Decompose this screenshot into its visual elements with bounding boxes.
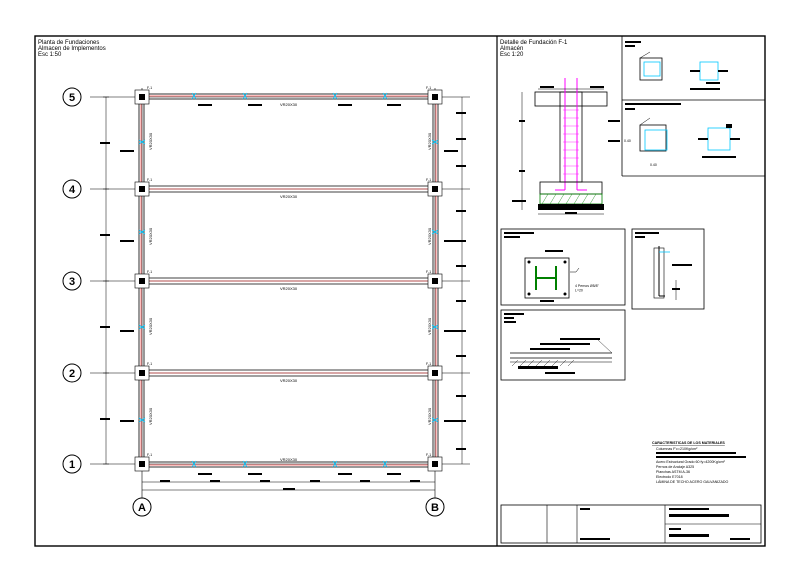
- column-tag: F-1: [147, 453, 152, 457]
- detail-title-line-2: Almacén: [500, 46, 523, 52]
- right-dimension: [456, 97, 466, 464]
- column-stub: [559, 91, 583, 183]
- column-axis-bubbles: A B: [132, 497, 445, 517]
- row-axis-label-2: 2: [69, 368, 75, 380]
- column-stirrups: [563, 109, 579, 175]
- beam-label-bottom: VR20X30: [280, 457, 298, 462]
- beam-label-left-bottom: VR20X30: [148, 407, 153, 425]
- footing-hatch: [541, 193, 597, 205]
- materials-item-redacted-2: [656, 456, 746, 458]
- row-axis-label-3: 3: [69, 276, 75, 288]
- footing-pad: [539, 181, 603, 195]
- plan-title-line-1: Planta de Fundaciones: [38, 40, 99, 46]
- column-tag: F-1: [426, 270, 431, 274]
- detail-dims: [512, 86, 620, 214]
- beam-label-3: VR20X30: [280, 286, 298, 291]
- slab-detail: [500, 309, 626, 381]
- plan-title-line-3: Esc 1:50: [38, 52, 62, 58]
- beam-labels: VR20X30 VR20X30 VR20X30 VR20X30 VR20X30 …: [148, 102, 432, 462]
- row-axis-label-5: 5: [69, 92, 75, 104]
- title-block: [500, 504, 762, 544]
- footings: [134, 89, 443, 472]
- column-axis-bubble-b: [425, 497, 445, 517]
- connection-marks: [138, 92, 439, 468]
- row-axis-bubble-1: [62, 454, 82, 474]
- column-tag: F-1: [147, 178, 152, 182]
- row-axis-bubble-5: [62, 87, 82, 107]
- beam-label-left-upper: VR20X30: [148, 132, 153, 150]
- section-b-dim-bottom: 0.40: [650, 163, 657, 167]
- column-tags: F-1 F-1 F-1 F-1 F-1 F-1 F-1 F-1 F-1 F-1: [147, 86, 431, 457]
- intermediate-beams: [144, 185, 433, 377]
- grade-beam: [534, 91, 608, 107]
- materials-item-4: Pernos de Anclaje A325: [656, 465, 694, 469]
- column-axis-label-a: A: [138, 502, 146, 514]
- row-axis-label-1: 1: [69, 459, 75, 471]
- row-axis-bubble-4: [62, 179, 82, 199]
- beam-label-4: VR20X30: [280, 194, 298, 199]
- plate-bolts-note-line-2: L=20: [575, 289, 583, 293]
- column-axis-lines: [141, 88, 436, 498]
- materials-item-6: Electrodo E7018: [656, 475, 683, 479]
- beam-label-right-bottom: VR20X30: [427, 407, 432, 425]
- beam-label-2: VR20X30: [280, 378, 298, 383]
- row-axis-label-4: 4: [69, 184, 76, 196]
- foundation-plan: Planta de Fundaciones Almacen de Impleme…: [38, 40, 470, 517]
- materials-heading: CARACTERISTICAS DE LOS MATERIALES: [652, 441, 725, 445]
- column-tag: F-1: [426, 86, 431, 90]
- column-axis-bubble-a: [132, 497, 152, 517]
- beam-label-left-mid: VR20X30: [148, 227, 153, 245]
- beam-label-right-lower: VR20X30: [427, 317, 432, 335]
- detail-title-line-1: Detalle de Fundación F-1: [500, 40, 568, 46]
- materials-item-redacted: [656, 452, 736, 454]
- row-axis-bubble-2: [62, 363, 82, 383]
- plate-bolts-note-line-1: 4 Pernos Ø5/8": [575, 284, 600, 288]
- materials-item-5: Planchas ASTM A-36: [656, 470, 690, 474]
- column-axis-label-b: B: [431, 502, 439, 514]
- column-tag: F-1: [147, 86, 152, 90]
- column-tag: F-1: [426, 362, 431, 366]
- column-cores: [139, 94, 438, 467]
- redacted-labels: [120, 104, 458, 475]
- beam-label-left-lower: VR20X30: [148, 317, 153, 335]
- anchor-plate-detail: 4 Pernos Ø5/8" L=20: [500, 228, 626, 306]
- row-axis-bubble-3: [62, 271, 82, 291]
- materials-item-7: LÁMINA DE TECHO ACERO GALVANIZADO: [656, 480, 728, 484]
- materials-notes: CARACTERISTICAS DE LOS MATERIALES Column…: [652, 441, 746, 484]
- column-tag: F-1: [147, 362, 152, 366]
- section-a: [625, 41, 728, 90]
- plate-bolts-note: 4 Pernos Ø5/8" L=20: [575, 284, 600, 293]
- beam-label-top: VR20X30: [280, 102, 298, 107]
- sheet-frame: [34, 35, 766, 547]
- column-tag: F-1: [426, 178, 431, 182]
- bottom-dimension: [142, 480, 435, 491]
- materials-item-3: Acero Estructural Grado 60 fy=4200Kg/cm²: [656, 460, 726, 464]
- materials-item-1: Columnas F'c=210Kg/cm²: [656, 447, 698, 451]
- anchor-bolt-detail: [631, 228, 705, 310]
- section-b: 0.40 0.40: [624, 103, 740, 167]
- footing-detail: Detalle de Fundación F-1 Almacén Esc 1:2…: [500, 40, 620, 215]
- detail-title: Detalle de Fundación F-1 Almacén Esc 1:2…: [500, 40, 569, 58]
- beam-label-right-upper: VR20X30: [427, 132, 432, 150]
- column-tag: F-1: [426, 453, 431, 457]
- section-b-dim-left: 0.40: [624, 139, 631, 143]
- perimeter-beams: [138, 93, 439, 468]
- detail-title-line-3: Esc 1:20: [500, 52, 524, 58]
- column-tag: F-1: [147, 270, 152, 274]
- plan-title-line-2: Almacen de Implementos: [38, 46, 106, 52]
- footing-base: [538, 204, 604, 210]
- left-dimension: [100, 96, 110, 465]
- row-axis-bubbles: 5 4 3 2 1: [62, 87, 82, 474]
- plan-title: Planta de Fundaciones Almacen de Impleme…: [38, 40, 107, 58]
- beam-label-right-mid: VR20X30: [427, 227, 432, 245]
